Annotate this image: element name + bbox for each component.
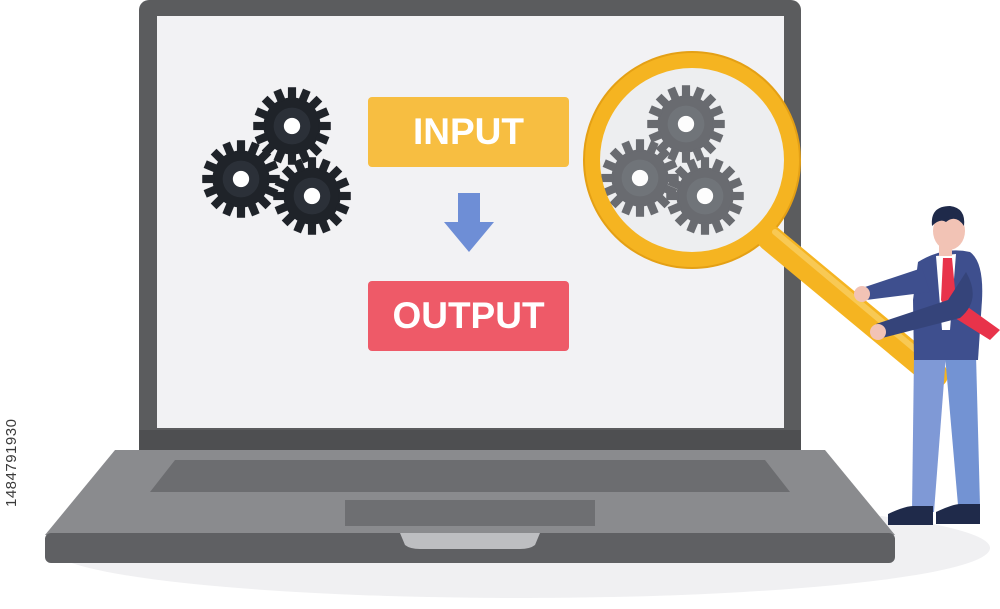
keyboard-area (150, 460, 790, 492)
businessman-figure (854, 206, 1000, 525)
laptop-notch (400, 533, 540, 549)
stock-image-id: 1484791930 (3, 418, 20, 507)
laptop-hinge (139, 430, 801, 450)
magnifier-rim (584, 52, 800, 268)
magnifying-glass-icon (583, 51, 948, 388)
input-label-box: INPUT (368, 97, 569, 167)
trackpad (345, 500, 595, 526)
magnifier-handle (757, 225, 948, 388)
arrow-down-icon (444, 193, 494, 252)
output-label-box: OUTPUT (368, 281, 569, 351)
